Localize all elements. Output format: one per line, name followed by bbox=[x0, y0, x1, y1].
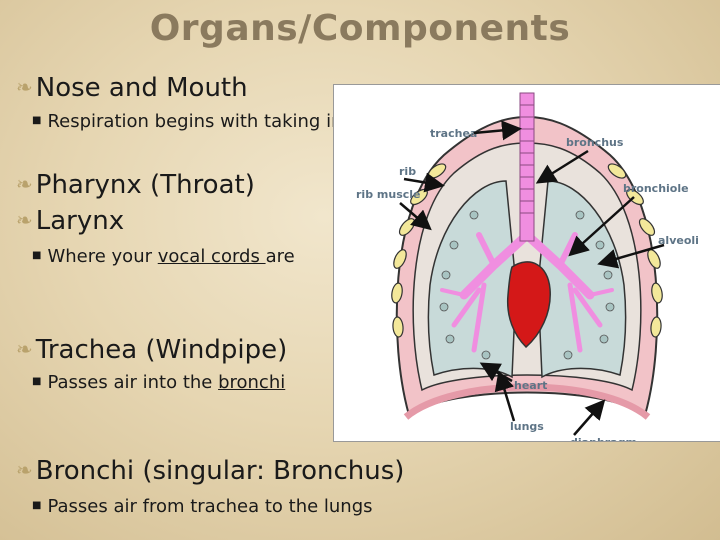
sub-trachea: Passes air into the bronchi bbox=[47, 372, 286, 393]
trachea-tube bbox=[519, 92, 535, 242]
ribs bbox=[391, 163, 663, 338]
respiratory-diagram-svg: trachea bronchus rib rib muscle bronchio… bbox=[356, 92, 699, 441]
alveoli-clusters bbox=[439, 210, 615, 360]
sub-bullet-nose-mouth: ■ Respiration begins with taking in air bbox=[32, 111, 372, 132]
label-arrows bbox=[399, 120, 665, 436]
heading-nose-mouth: Nose and Mouth bbox=[35, 73, 248, 103]
heading-larynx: Larynx bbox=[35, 206, 125, 236]
sub-bullet-icon: ■ bbox=[32, 250, 42, 261]
sub-larynx: Where your vocal cords are bbox=[47, 246, 295, 267]
bullet-icon: ❧ bbox=[16, 337, 33, 361]
label-alveoli: alveoli bbox=[658, 234, 699, 247]
sub-bullet-icon: ■ bbox=[32, 500, 42, 511]
bullet-icon: ❧ bbox=[16, 458, 33, 482]
label-bronchus: bronchus bbox=[566, 136, 624, 149]
sub-bronchi: Passes air from trachea to the lungs bbox=[47, 496, 373, 517]
bullet-icon: ❧ bbox=[16, 75, 33, 99]
bullet-nose-mouth: ❧Nose and Mouth bbox=[16, 73, 248, 103]
right-lung bbox=[537, 180, 627, 379]
label-bronchiole: bronchiole bbox=[623, 182, 689, 195]
label-lungs: lungs bbox=[510, 420, 544, 433]
heading-bronchi: Bronchi (singular: Bronchus) bbox=[35, 456, 405, 486]
bullet-larynx: ❧Larynx bbox=[16, 206, 124, 236]
label-rib-muscle: rib muscle bbox=[356, 188, 421, 201]
sub-bullet-bronchi: ■ Passes air from trachea to the lungs bbox=[32, 496, 373, 517]
slide-title: Organs/Components bbox=[149, 8, 571, 49]
heading-pharynx: Pharynx (Throat) bbox=[35, 170, 255, 200]
label-heart: heart bbox=[514, 379, 547, 392]
heading-trachea: Trachea (Windpipe) bbox=[35, 335, 288, 365]
sub-nose-mouth: Respiration begins with taking in air bbox=[47, 111, 371, 132]
bullet-icon: ❧ bbox=[16, 208, 33, 232]
diaphragm-shape bbox=[403, 383, 651, 420]
sub-bullet-icon: ■ bbox=[32, 115, 42, 126]
label-trachea: trachea bbox=[430, 127, 477, 140]
sub-bullet-trachea: ■ Passes air into the bronchi bbox=[32, 372, 285, 393]
bullet-pharynx: ❧Pharynx (Throat) bbox=[16, 170, 255, 200]
label-rib: rib bbox=[399, 165, 416, 178]
heart-shape bbox=[506, 261, 551, 349]
label-diaphragm: diaphragm bbox=[570, 436, 637, 441]
bullet-trachea: ❧Trachea (Windpipe) bbox=[16, 335, 287, 365]
bullet-icon: ❧ bbox=[16, 172, 33, 196]
sub-bullet-larynx: ■ Where your vocal cords are bbox=[32, 246, 295, 267]
sub-bullet-icon: ■ bbox=[32, 376, 42, 387]
bullet-bronchi: ❧Bronchi (singular: Bronchus) bbox=[16, 456, 404, 486]
respiratory-diagram: trachea bronchus rib rib muscle bronchio… bbox=[333, 84, 720, 442]
